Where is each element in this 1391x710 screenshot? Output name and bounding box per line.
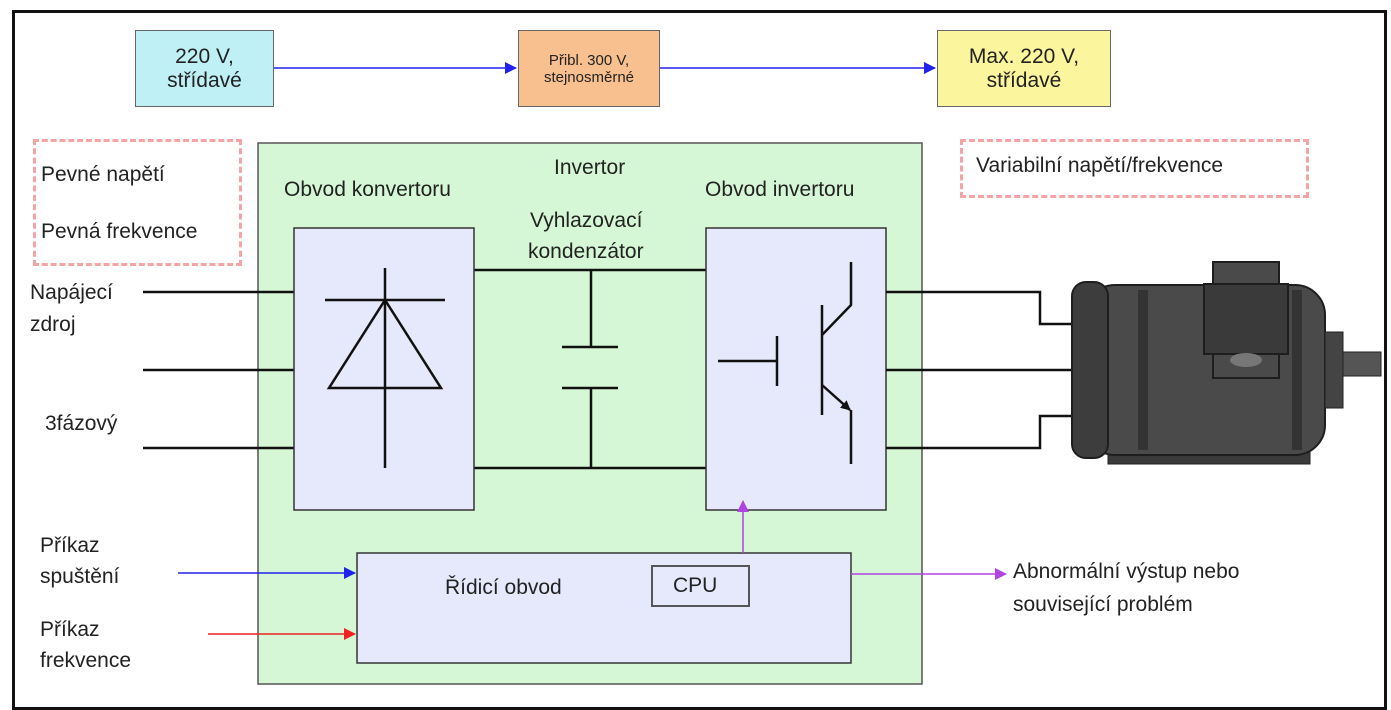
fixed-params-box: [33, 139, 242, 266]
inverter-circuit-label: Obvod invertoru: [705, 178, 855, 201]
diode-symbol: [325, 268, 445, 468]
input-voltage-line2: střídavé: [167, 68, 242, 92]
output-voltage-line1: Max. 220 V,: [968, 44, 1080, 68]
output-lines: [886, 290, 1078, 450]
dc-voltage-line2: stejnosměrné: [543, 68, 635, 86]
fixed-frequency-label: Pevná frekvence: [41, 220, 198, 243]
dc-voltage-box: Přibl. 300 V, stejnosměrné: [518, 30, 660, 107]
inverter-title: Invertor: [554, 156, 626, 179]
inverter-circuit-block: [705, 227, 887, 511]
power-source-line2: zdroj: [30, 313, 76, 336]
input-voltage-line1: 220 V,: [175, 44, 234, 68]
start-command-line2: spuštění: [40, 565, 120, 588]
variable-params-box: [960, 139, 1309, 198]
dc-voltage-line1: Přibl. 300 V,: [548, 51, 630, 69]
cpu-block: [651, 565, 750, 607]
fault-output-line1: Abnormální výstup nebo: [1013, 560, 1240, 583]
converter-label: Obvod konvertoru: [284, 178, 451, 201]
power-source-line1: Napájecí: [30, 281, 113, 304]
fixed-voltage-label: Pevné napětí: [41, 163, 165, 186]
dc-bus-lines: [474, 268, 706, 470]
cpu-label: CPU: [673, 574, 718, 597]
motor-icon: [1071, 261, 1382, 465]
power-input-lines: [143, 290, 294, 450]
input-voltage-box: 220 V, střídavé: [135, 30, 274, 107]
start-command-line1: Příkaz: [40, 534, 100, 557]
freq-command-line2: frekvence: [40, 649, 132, 672]
fault-output-line2: související problém: [1013, 593, 1193, 616]
capacitor-label-line2: kondenzátor: [528, 240, 644, 263]
control-circuit-label: Řídicí obvod: [445, 576, 562, 599]
three-phase-label: 3fázový: [45, 412, 118, 435]
control-circuit-block: [356, 552, 852, 664]
transistor-symbol: [718, 262, 853, 464]
output-voltage-line2: střídavé: [986, 68, 1062, 92]
capacitor-label-line1: Vyhlazovací: [530, 209, 643, 232]
variable-label: Variabilní napětí/frekvence: [976, 154, 1224, 177]
freq-command-line1: Příkaz: [40, 618, 100, 641]
output-voltage-box: Max. 220 V, střídavé: [937, 30, 1111, 107]
